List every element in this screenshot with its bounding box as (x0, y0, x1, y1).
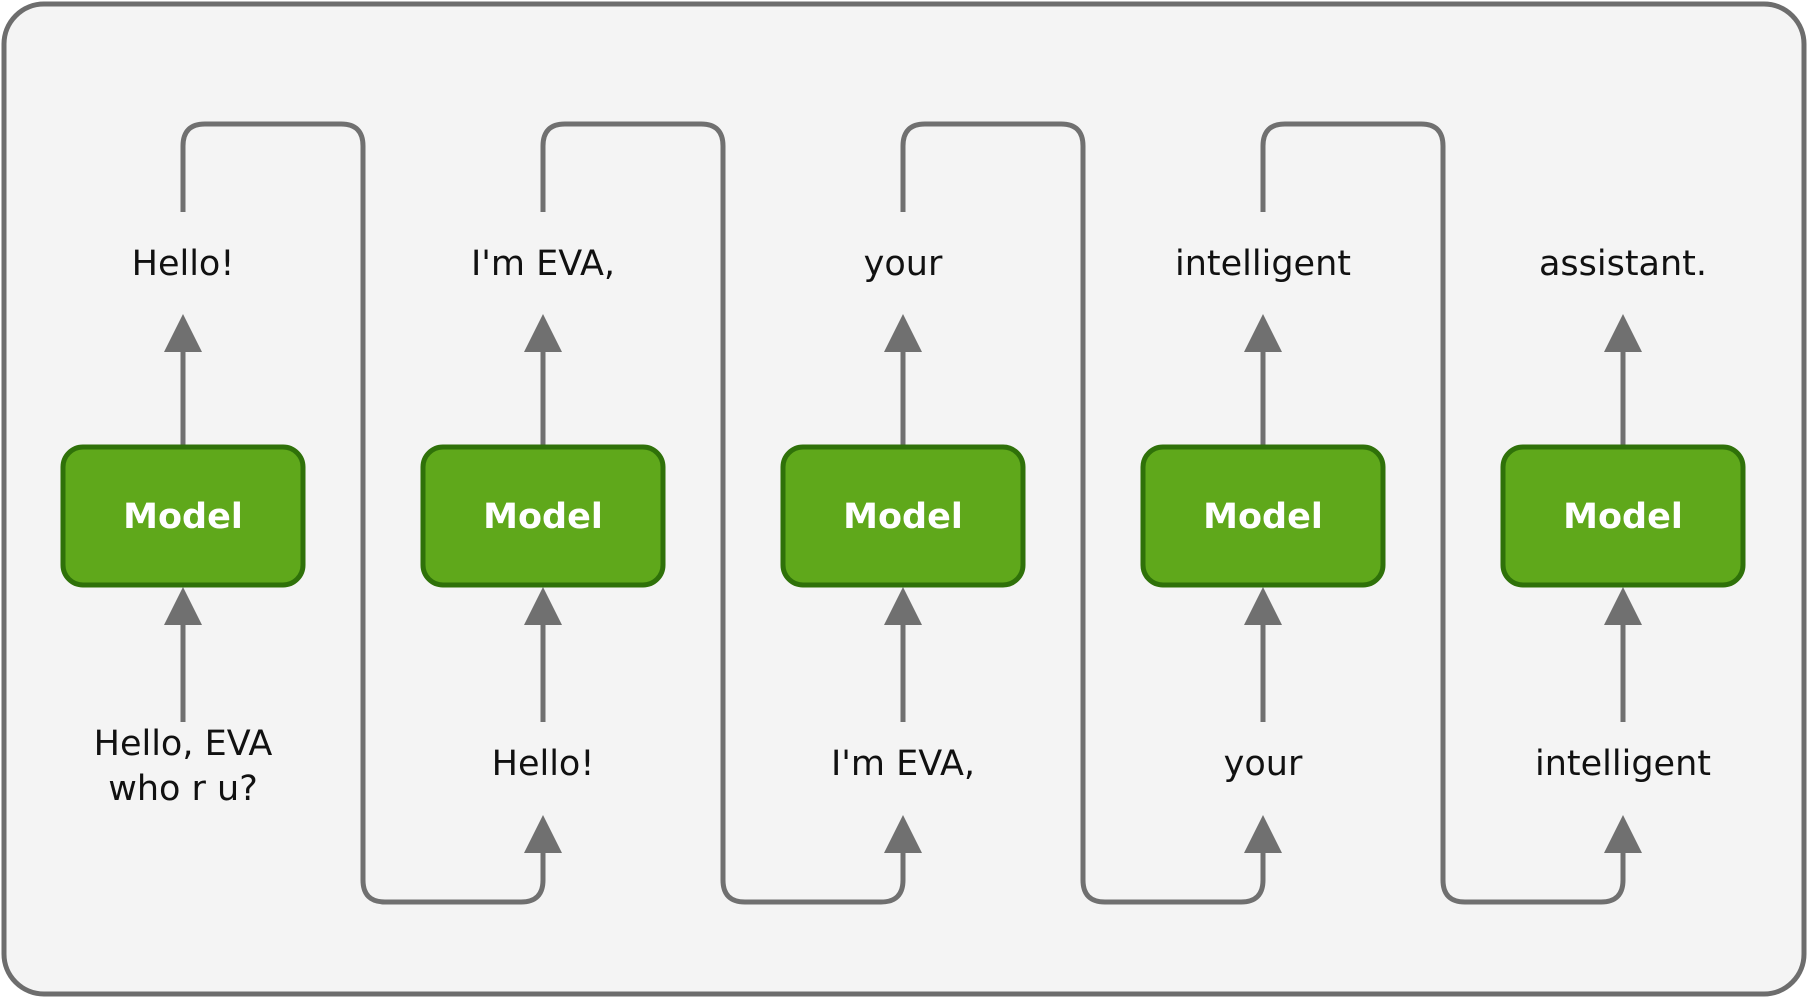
feedback-arrow-head (1604, 815, 1642, 853)
input-token: Hello! (492, 744, 595, 784)
model-box (1140, 444, 1386, 588)
feedback-connector (900, 121, 1266, 905)
output-arrow-head (524, 314, 562, 352)
input-arrow-head (524, 587, 562, 625)
input-arrow-head (164, 587, 202, 625)
feedback-arrow-head (1244, 815, 1282, 853)
output-arrow-head (884, 314, 922, 352)
feedback-connector (1260, 121, 1626, 905)
model-label: Model (1203, 497, 1323, 537)
model-step: Model intelligent your (1140, 244, 1386, 784)
input-token: I'm EVA, (831, 744, 975, 784)
feedback-connectors (180, 121, 1642, 905)
model-box (1500, 444, 1746, 588)
input-token: Hello, EVA (94, 724, 273, 764)
output-arrow-head (1244, 314, 1282, 352)
output-token: intelligent (1175, 244, 1351, 284)
output-token: your (864, 244, 943, 284)
step-arrows (164, 314, 1642, 722)
model-box (420, 444, 666, 588)
input-token: your (1224, 744, 1303, 784)
output-arrow-head (164, 314, 202, 352)
input-token: who r u? (108, 769, 258, 809)
feedback-connector (540, 121, 906, 905)
output-token: I'm EVA, (471, 244, 615, 284)
output-token: Hello! (132, 244, 235, 284)
input-arrow-head (1244, 587, 1282, 625)
input-token: intelligent (1535, 744, 1711, 784)
output-token: assistant. (1539, 244, 1707, 284)
input-arrow-head (1604, 587, 1642, 625)
model-label: Model (123, 497, 243, 537)
model-box (780, 444, 1026, 588)
model-box (60, 444, 306, 588)
feedback-connector (180, 121, 546, 905)
model-step: Model Hello! Hello, EVA who r u? (60, 244, 306, 809)
model-label: Model (483, 497, 603, 537)
output-arrow-head (1604, 314, 1642, 352)
feedback-arrow-head (884, 815, 922, 853)
feedback-arrow-head (524, 815, 562, 853)
model-step: Model assistant. intelligent (1500, 244, 1746, 784)
model-step: Model I'm EVA, Hello! (420, 244, 666, 784)
model-label: Model (1563, 497, 1683, 537)
input-arrow-head (884, 587, 922, 625)
model-label: Model (843, 497, 963, 537)
